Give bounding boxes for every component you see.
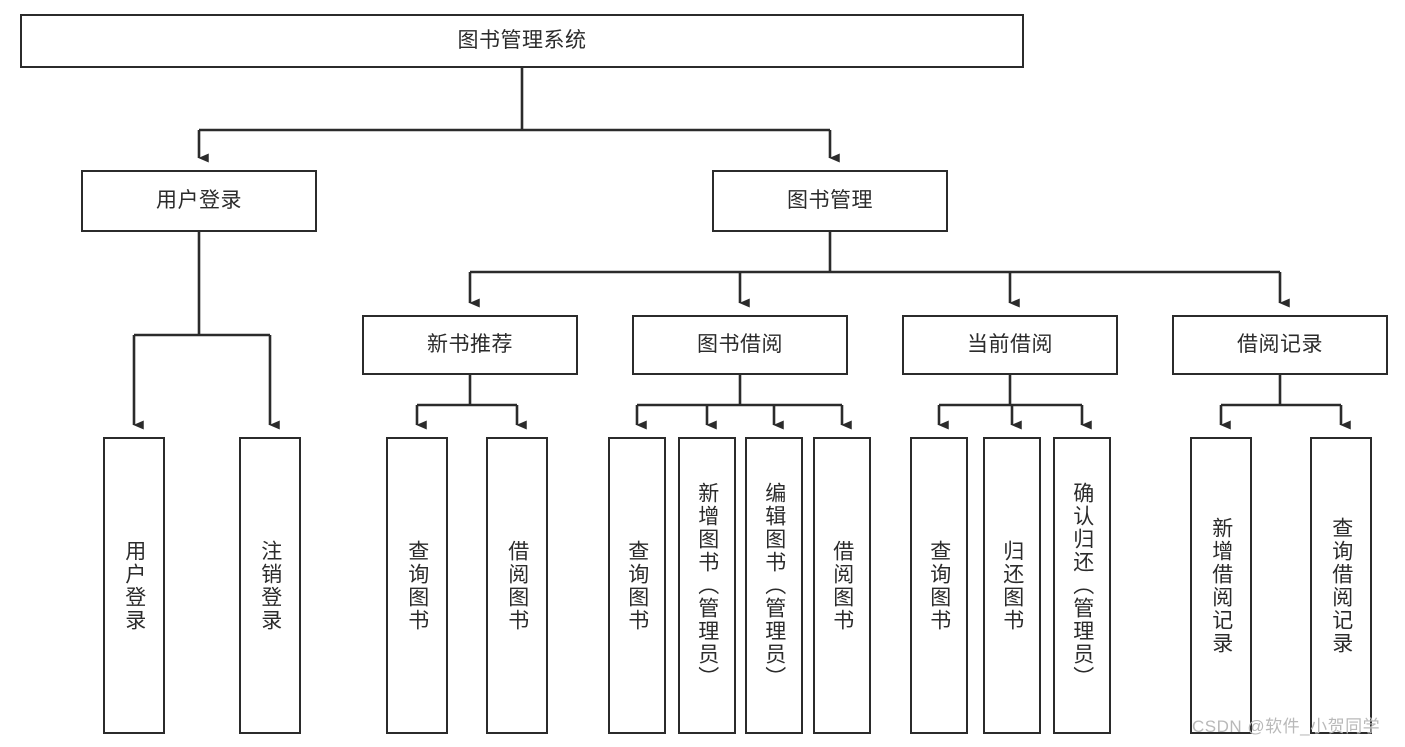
node-root-label: 图书管理系统 — [457, 29, 587, 53]
node-leaf-logout-login[interactable]: 注销登录 — [239, 437, 301, 734]
node-leaf-query-borrow-record-label: 查询借阅记录 — [1329, 516, 1353, 655]
node-leaf-edit-book-admin-label: 编辑图书（管理员） — [762, 482, 786, 689]
node-leaf-add-borrow-record[interactable]: 新增借阅记录 — [1190, 437, 1252, 734]
node-new-book-recommend-label: 新书推荐 — [427, 333, 513, 357]
node-book-borrow[interactable]: 图书借阅 — [632, 315, 848, 375]
node-leaf-confirm-return-admin[interactable]: 确认归还（管理员） — [1053, 437, 1111, 734]
node-root[interactable]: 图书管理系统 — [20, 14, 1024, 68]
node-leaf-query-book-current-label: 查询图书 — [927, 539, 951, 632]
node-leaf-user-login[interactable]: 用户登录 — [103, 437, 165, 734]
node-borrow-record-label: 借阅记录 — [1237, 333, 1323, 357]
node-leaf-query-book-borrow-label: 查询图书 — [625, 539, 649, 632]
node-user-login-label: 用户登录 — [156, 189, 242, 213]
node-user-login[interactable]: 用户登录 — [81, 170, 317, 232]
node-leaf-add-book-admin[interactable]: 新增图书（管理员） — [678, 437, 736, 734]
node-leaf-query-book-borrow[interactable]: 查询图书 — [608, 437, 666, 734]
node-leaf-borrow-book[interactable]: 借阅图书 — [813, 437, 871, 734]
node-leaf-confirm-return-admin-label: 确认归还（管理员） — [1070, 482, 1094, 689]
node-leaf-query-borrow-record[interactable]: 查询借阅记录 — [1310, 437, 1372, 734]
node-leaf-query-book-recommend[interactable]: 查询图书 — [386, 437, 448, 734]
node-leaf-user-login-label: 用户登录 — [122, 539, 146, 632]
node-book-management-label: 图书管理 — [787, 189, 873, 213]
node-leaf-borrow-book-recommend-label: 借阅图书 — [505, 539, 529, 632]
node-leaf-query-book-recommend-label: 查询图书 — [405, 539, 429, 632]
node-borrow-record[interactable]: 借阅记录 — [1172, 315, 1388, 375]
node-leaf-borrow-book-recommend[interactable]: 借阅图书 — [486, 437, 548, 734]
node-leaf-add-borrow-record-label: 新增借阅记录 — [1209, 516, 1233, 655]
node-leaf-edit-book-admin[interactable]: 编辑图书（管理员） — [745, 437, 803, 734]
node-new-book-recommend[interactable]: 新书推荐 — [362, 315, 578, 375]
node-leaf-query-book-current[interactable]: 查询图书 — [910, 437, 968, 734]
node-leaf-logout-login-label: 注销登录 — [258, 539, 282, 632]
node-leaf-add-book-admin-label: 新增图书（管理员） — [695, 482, 719, 689]
node-book-management[interactable]: 图书管理 — [712, 170, 948, 232]
node-book-borrow-label: 图书借阅 — [697, 333, 783, 357]
node-leaf-return-book-label: 归还图书 — [1000, 539, 1024, 632]
node-current-borrow-label: 当前借阅 — [967, 333, 1053, 357]
node-leaf-return-book[interactable]: 归还图书 — [983, 437, 1041, 734]
node-leaf-borrow-book-label: 借阅图书 — [830, 539, 854, 632]
node-current-borrow[interactable]: 当前借阅 — [902, 315, 1118, 375]
